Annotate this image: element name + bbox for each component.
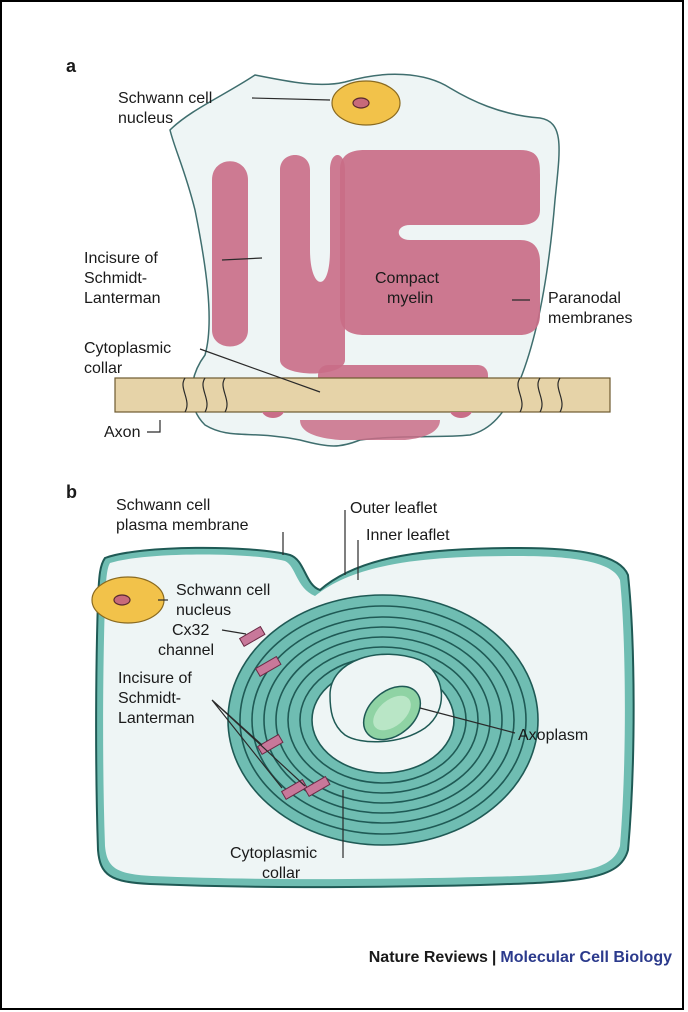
credit-separator: | <box>492 949 496 966</box>
label-b-incisure-3: Lanterman <box>118 710 195 727</box>
label-b-nucleus-2: nucleus <box>176 602 231 619</box>
label-b-outer-leaflet: Outer leaflet <box>350 500 438 517</box>
credit-section: Molecular Cell Biology <box>500 949 672 966</box>
label-a-axon: Axon <box>104 424 140 441</box>
label-b-incisure-2: Schmidt- <box>118 690 181 707</box>
nucleolus-a <box>353 98 369 108</box>
label-a-incisure-3: Lanterman <box>84 290 161 307</box>
label-b-nucleus-1: Schwann cell <box>176 582 270 599</box>
label-b-axoplasm: Axoplasm <box>518 727 588 744</box>
label-a-cyto-1: Cytoplasmic <box>84 340 171 357</box>
label-b-cx32-2: channel <box>158 642 214 659</box>
compact-myelin-block <box>340 150 540 335</box>
label-b-inner-leaflet: Inner leaflet <box>366 527 450 544</box>
label-b-membrane-1: Schwann cell <box>116 497 210 514</box>
sub-axon-myelin <box>300 420 440 440</box>
credit-journal: Nature Reviews <box>369 949 488 966</box>
label-a-compact-1: Compact <box>375 270 440 287</box>
label-a-paranodal-1: Paranodal <box>548 290 621 307</box>
label-b-cyto-1: Cytoplasmic <box>230 845 317 862</box>
label-a-compact-2: myelin <box>387 290 433 307</box>
label-a-incisure-1: Incisure of <box>84 250 158 267</box>
panel-a-letter: a <box>66 56 77 76</box>
label-b-cx32-1: Cx32 <box>172 622 209 639</box>
nucleolus-b <box>114 595 130 605</box>
panel-b-letter: b <box>66 482 77 502</box>
label-a-cyto-2: collar <box>84 360 123 377</box>
credit-line: Nature Reviews|Molecular Cell Biology <box>369 949 672 966</box>
incisure-loop-1 <box>212 161 248 346</box>
label-a-nucleus-1: Schwann cell <box>118 90 212 107</box>
label-a-incisure-2: Schmidt- <box>84 270 147 287</box>
label-a-nucleus-2: nucleus <box>118 110 173 127</box>
axon-a <box>115 378 610 412</box>
label-b-incisure-1: Incisure of <box>118 670 192 687</box>
label-b-cyto-2: collar <box>262 865 301 882</box>
label-b-membrane-2: plasma membrane <box>116 517 249 534</box>
label-a-paranodal-2: membranes <box>548 310 632 327</box>
